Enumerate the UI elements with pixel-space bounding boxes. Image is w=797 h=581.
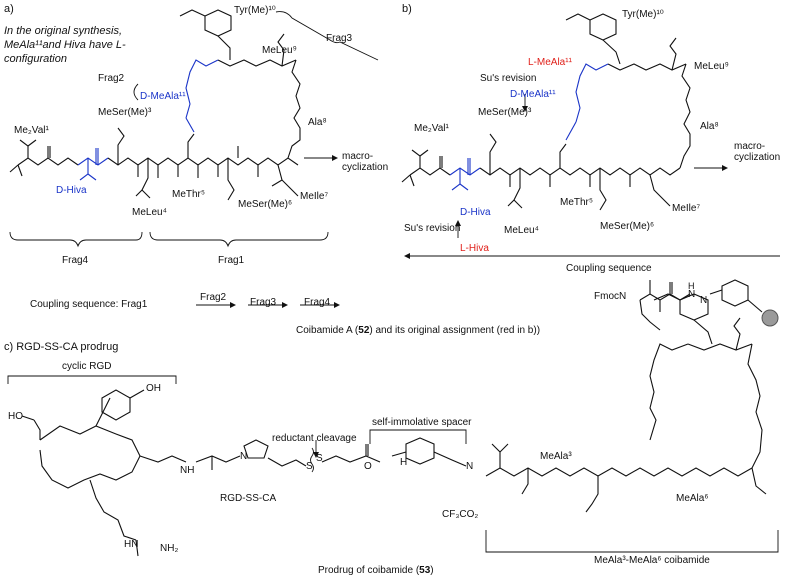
caption-ab-number: 52 [358,325,370,336]
caption-coibamide: Coibamide A (52) and its original assign… [296,326,540,336]
me2val1-label: Me₂Val¹ [14,125,49,136]
acid-ho-label: HO [8,411,23,422]
meleu4-label: MeLeu⁴ [132,207,167,218]
b-ala8-label: Ala⁸ [700,121,719,132]
ala8-label: Ala⁸ [308,117,327,128]
disulfide-s1: S [306,461,313,472]
b-hydrazide-h: H [688,281,695,291]
panel-a-label: a) [4,3,14,15]
frag1-label: Frag1 [218,255,245,266]
caption-c-suffix: ) [430,565,434,576]
b-d-hiva-label: D-Hiva [460,207,491,218]
coupling-step-frag4: Frag4 [304,297,331,308]
panel-b-structure [401,13,780,331]
b-meser3-label: MeSer(Me)³ [478,107,532,118]
meile7-label: MeIle⁷ [300,191,329,202]
b-meser6-label: MeSer(Me)⁶ [600,221,655,232]
guanidine-nh2-label: NH₂ [160,543,179,554]
panel-a-note: In the original synthesis, MeAla¹¹and Hi… [4,25,126,65]
coupling-step-frag2: Frag2 [200,292,227,303]
b-meleu4-label: MeLeu⁴ [504,225,539,236]
self-immolative-spacer-label: self-immolative spacer [372,417,472,428]
meser3-label: MeSer(Me)³ [98,107,152,118]
panel-a-structure [9,9,379,308]
caption-c-number: 53 [419,565,431,576]
b-coupling-sequence: Coupling sequence [566,263,652,274]
panel-c-label: c) RGD-SS-CA prodrug [4,341,119,353]
triazole-n-label: N [240,451,248,462]
b-l-hiva-label: L-Hiva [460,243,489,254]
cyclic-rgd-label: cyclic RGD [62,361,112,372]
b-hydrazide-n: N [688,289,696,300]
guanidine-hn-label: HN [124,539,139,550]
b-meile7-label: MeIle⁷ [672,203,701,214]
b-revision-top: Su's revision [480,73,537,84]
d-hiva-label: D-Hiva [56,185,87,196]
macro-label-2: cyclization [342,162,389,173]
tyr-oh-label: OH [146,383,161,394]
b-hydrazide-hn: N [700,295,708,306]
methr5-label: MeThr⁵ [172,189,206,200]
panel-c-structure [7,293,779,557]
rgd-ss-ca-label: RGD-SS-CA [220,493,277,504]
counterion-label: CF₃CO₂ [442,509,479,520]
caption-ab-prefix: Coibamide A ( [296,325,359,336]
coupling-sequence-a: Coupling sequence: Frag1 [30,299,148,310]
b-methr5-label: MeThr⁵ [560,197,594,208]
b-me2val1-label: Me₂Val¹ [414,123,449,134]
coupling-step-frag3: Frag3 [250,297,277,308]
b-macro-label-1: macro- [734,141,766,152]
macro-label-1: macro- [342,151,374,162]
amide-nh-label: NH [180,465,195,476]
tyr10-label: Tyr(Me)¹⁰ [234,5,276,16]
frag2-label: Frag2 [98,73,125,84]
panel-b-label: b) [402,3,412,15]
meleu9-label: MeLeu⁹ [262,45,297,56]
coibamide-fragment-label: MeAla³-MeAla⁶ coibamide [594,555,710,566]
b-d-meala11-label: D-MeAla¹¹ [510,89,556,100]
b-fmoc-label: FmocN [594,291,627,302]
caption-ab-suffix: ) and its original assignment (red in b)… [369,325,541,336]
carbamate-nh-label: H [400,457,408,468]
b-meleu9-label: MeLeu⁹ [694,61,729,72]
frag4-label: Frag4 [62,255,89,266]
carbamate-o-label: O [364,461,372,472]
d-meala11-label: D-MeAla¹¹ [140,91,186,102]
disulfide-s2: S [316,453,323,464]
meala3-label: MeAla³ [540,451,572,462]
reductant-cleavage-label: reductant cleavage [272,433,357,444]
b-tyr10-label: Tyr(Me)¹⁰ [622,9,664,20]
b-macro-label-2: cyclization [734,152,781,163]
b-l-meala11-label: L-MeAla¹¹ [528,57,572,68]
meala6-label: MeAla⁶ [676,493,709,504]
meser6-label: MeSer(Me)⁶ [238,199,293,210]
caption-c-prefix: Prodrug of coibamide ( [318,565,420,576]
ammonium-n-label: N [466,461,474,472]
b-revision-bottom: Su's revision [404,223,461,234]
caption-prodrug: Prodrug of coibamide (53) [318,566,434,576]
frag3-label: Frag3 [326,33,353,44]
